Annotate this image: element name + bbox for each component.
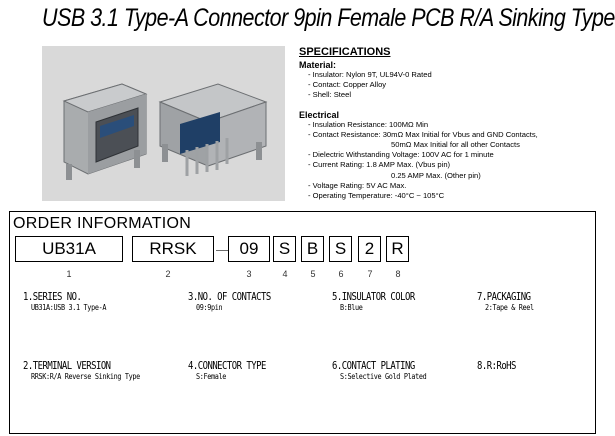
code-box-terminal: RRSK: [132, 236, 214, 262]
legend-item: 4.CONNECTOR TYPE S:Female: [188, 360, 280, 381]
legend-item: 3.NO. OF CONTACTS 09:9pin: [188, 291, 285, 312]
page-title: USB 3.1 Type-A Connector 9pin Female PCB…: [42, 4, 615, 32]
electrical-heading: Electrical: [299, 109, 340, 120]
code-number: 2: [165, 269, 171, 279]
legend-desc: S:Selective Gold Plated: [340, 372, 427, 381]
code-box-connector-type: S: [273, 236, 296, 262]
legend-title: 1.SERIES NO.: [23, 291, 82, 303]
legend-item: 1.SERIES NO. UB31A:USB 3.1 Type-A: [23, 291, 119, 312]
specifications-panel: SPECIFICATIONS Material: - Insulator: Ny…: [299, 46, 594, 201]
legend-desc: RRSK:R/A Reverse Sinking Type: [31, 372, 140, 381]
code-box-plating: S: [329, 236, 352, 262]
code-box-contacts: 09: [228, 236, 270, 262]
spec-line: - Current Rating: 1.8 AMP Max. (Vbus pin…: [308, 160, 451, 170]
legend-item: 2.TERMINAL VERSION RRSK:R/A Reverse Sink…: [23, 360, 159, 381]
legend-title: 3.NO. OF CONTACTS: [188, 291, 271, 303]
spec-line: - Insulation Resistance: 100MΩ Min: [308, 119, 429, 129]
legend-desc: 2:Tape & Reel: [485, 303, 534, 312]
legend-desc: 09:9pin: [196, 303, 223, 312]
spec-line: - Contact: Copper Alloy: [308, 80, 387, 90]
connector-illustration: [42, 46, 285, 201]
legend-title: 5.INSULATOR COLOR: [332, 291, 415, 303]
legend-title: 6.CONTACT PLATING: [332, 360, 415, 372]
code-separator: —: [216, 242, 229, 257]
code-box-insulator-color: B: [301, 236, 324, 262]
legend-desc: S:Female: [196, 372, 227, 381]
legend-item: 5.INSULATOR COLOR B:Blue: [332, 291, 429, 312]
legend-title: 7.PACKAGING: [477, 291, 531, 303]
legend-item: 7.PACKAGING 2:Tape & Reel: [477, 291, 542, 312]
specifications-heading: SPECIFICATIONS: [299, 46, 391, 58]
product-photo: [42, 46, 285, 201]
spec-line: - Contact Resistance: 30mΩ Max Initial f…: [308, 129, 538, 139]
code-number: 6: [338, 269, 344, 279]
code-number: 1: [66, 269, 72, 279]
legend-desc: B:Blue: [340, 303, 363, 312]
spec-line: - Voltage Rating: 5V AC Max.: [308, 180, 407, 190]
spec-line: 0.25 AMP Max. (Other pin): [391, 170, 481, 180]
legend-item: 8.R:RoHS: [477, 360, 523, 372]
legend-desc: UB31A:USB 3.1 Type-A: [31, 303, 107, 312]
code-number: 4: [282, 269, 288, 279]
code-box-rohs: R: [386, 236, 409, 262]
spec-line: - Insulator: Nylon 9T, UL94V-0 Rated: [308, 70, 432, 79]
spec-line: - Dielectric Withstanding Voltage: 100V …: [308, 150, 494, 160]
order-information-heading: ORDER INFORMATION: [13, 215, 192, 232]
code-number: 3: [246, 269, 252, 279]
legend-item: 6.CONTACT PLATING S:Selective Gold Plate…: [332, 360, 442, 381]
code-number: 7: [367, 269, 373, 279]
code-box-series: UB31A: [15, 236, 123, 262]
spec-line: - Shell: Steel: [308, 90, 352, 100]
order-information-section: ORDER INFORMATION UB31A RRSK — 09 S B S …: [9, 211, 596, 434]
legend-title: 4.CONNECTOR TYPE: [188, 360, 266, 372]
material-heading: Material:: [299, 60, 337, 70]
code-number: 8: [395, 269, 401, 279]
code-box-packaging: 2: [358, 236, 381, 262]
spec-line: 50mΩ Max Initial for all other Contacts: [391, 140, 520, 150]
spec-line: - Operating Temperature: -40°C ~ 105°C: [308, 191, 445, 201]
code-number: 5: [310, 269, 316, 279]
legend-title: 2.TERMINAL VERSION: [23, 360, 111, 372]
legend-title: 8.R:RoHS: [477, 360, 516, 372]
